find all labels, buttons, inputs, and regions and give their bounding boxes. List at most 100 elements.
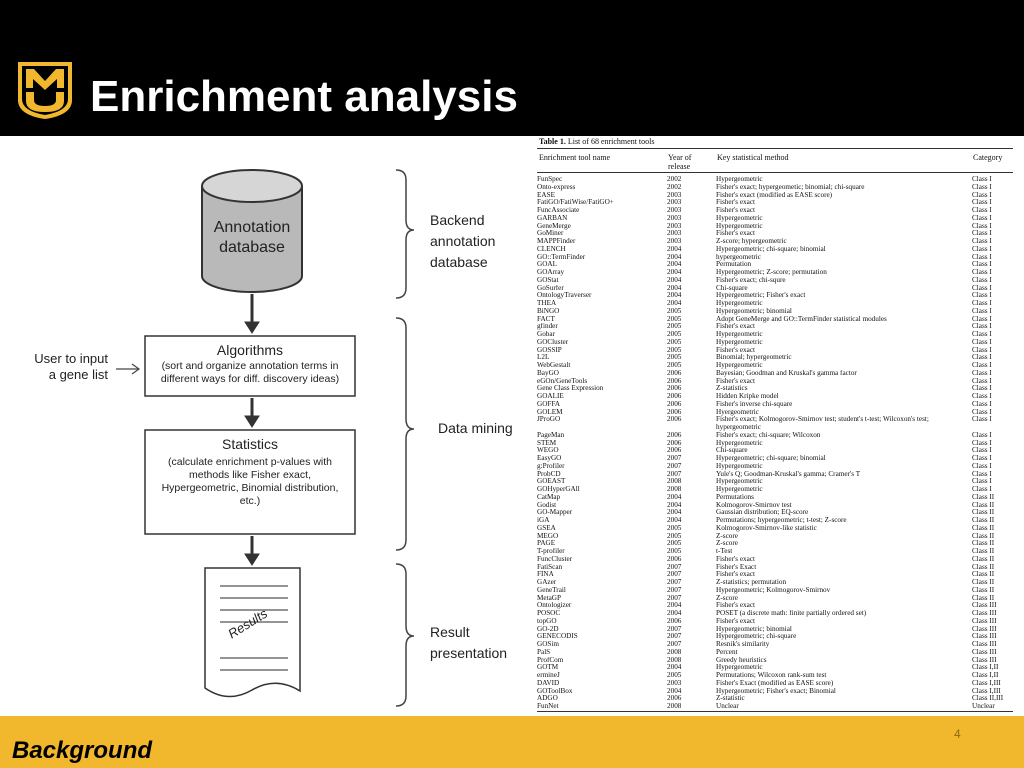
- category-cell: Class III: [972, 616, 997, 625]
- year-cell: 2005: [667, 322, 682, 331]
- method-cell: Fisher's exact: [716, 555, 756, 563]
- tool-name-cell: CatMap: [537, 493, 561, 501]
- tool-name-cell: GO::TermFinder: [537, 253, 586, 261]
- algorithms-description: (sort and organize annotation terms in d…: [160, 360, 340, 386]
- category-cell: Class I: [972, 198, 992, 207]
- year-cell: 2004: [667, 268, 682, 276]
- tool-name-cell: GOHyperGAll: [537, 486, 580, 493]
- tool-name-cell: eGOn/GeneTools: [537, 377, 588, 385]
- year-cell: 2008: [667, 647, 682, 656]
- year-cell: 2006: [667, 694, 682, 703]
- footer-section-label: Background: [12, 737, 153, 764]
- category-cell: Class I: [972, 229, 992, 238]
- year-cell: 2007: [667, 454, 682, 462]
- method-cell: Adopt GeneMerge and GO::TermFinder stati…: [716, 315, 887, 323]
- flow-arrows: [244, 294, 260, 566]
- year-cell: 2006: [667, 446, 682, 455]
- category-cell: Class I: [972, 252, 992, 261]
- database-label: Annotation database: [213, 219, 291, 256]
- year-cell: 2006: [667, 384, 682, 393]
- year-cell: 2004: [667, 275, 682, 284]
- year-cell: 2007: [667, 578, 682, 586]
- category-cell: Class I: [972, 477, 992, 486]
- method-cell: Fisher's exact; chi-square; Wilcoxon: [716, 431, 821, 439]
- tool-name-cell: GoMiner: [537, 230, 564, 238]
- tool-name-cell: POSOC: [537, 610, 561, 617]
- year-cell: 2003: [667, 190, 682, 199]
- slide-header: Enrichment analysis: [0, 0, 1024, 136]
- method-cell: Fisher's exact: [716, 571, 756, 579]
- tool-name-cell: GSEA: [537, 524, 556, 532]
- method-cell: Fisher's exact: [716, 617, 756, 625]
- year-cell: 2004: [667, 252, 682, 261]
- method-cell: Fisher's exact; Kolmogorov-Smirnov test;…: [716, 416, 929, 431]
- tool-name-cell: topGO: [537, 617, 557, 625]
- tool-name-cell: PageMan: [537, 431, 565, 439]
- method-cell: Greedy heuristics: [716, 656, 767, 664]
- tool-name-cell: gfinder: [537, 323, 558, 331]
- method-cell: Fisher's exact: [716, 323, 756, 331]
- tool-name-cell: FuncCluster: [537, 555, 573, 563]
- stage-label-backend: Backend annotation database: [430, 212, 496, 270]
- table-bottom-rule: [537, 711, 1013, 712]
- method-cell: Hypergeometric: [716, 664, 763, 672]
- university-shield-logo: [18, 62, 72, 119]
- category-cell: Class I: [972, 430, 992, 439]
- year-cell: 2005: [667, 314, 682, 323]
- tool-name-cell: GeneTrail: [537, 586, 566, 594]
- year-cell: 2007: [667, 469, 682, 478]
- category-cell: Class III: [972, 655, 997, 664]
- tool-name-cell: ermineJ: [537, 672, 560, 679]
- method-cell: Z-statistic: [716, 695, 745, 703]
- method-cell: Hypergeometric: [716, 362, 763, 369]
- tool-name-cell: BayGO: [537, 369, 559, 377]
- category-cell: Class I: [972, 361, 992, 369]
- method-cell: Z-statistics: [716, 385, 748, 393]
- method-cell: Z-statistics; permutation: [716, 579, 787, 586]
- category-cell: Class II: [972, 570, 995, 579]
- method-cell: Fisher's exact: [716, 602, 756, 610]
- tool-name-cell: MetaGP: [537, 594, 561, 602]
- table-row: JProGO 2006 Fisher's exact; Kolmogorov-Smi…: [537, 415, 1013, 432]
- year-cell: 2005: [667, 353, 682, 362]
- tool-name-cell: GARBAN: [537, 214, 568, 222]
- category-cell: Class II: [972, 554, 995, 563]
- method-cell: Fisher's exact: [716, 230, 756, 238]
- method-cell: Fisher's exact: [716, 207, 756, 214]
- category-cell: Class I,II: [972, 671, 999, 679]
- year-cell: 2004: [667, 686, 682, 695]
- tool-name-cell: JProGO: [537, 416, 561, 424]
- category-cell: Class II: [972, 585, 995, 594]
- category-cell: Class I: [972, 399, 992, 408]
- tool-name-cell: ProbCD: [537, 470, 561, 478]
- method-cell: Permutations: [716, 493, 754, 501]
- year-cell: 2006: [667, 415, 682, 424]
- year-cell: 2003: [667, 213, 682, 222]
- category-cell: Class I: [972, 485, 992, 493]
- tool-name-cell: FatiGO/FatiWise/FatiGO+: [537, 199, 614, 207]
- method-cell: Hypergeometric: [716, 214, 763, 222]
- user-input-label: User to input a gene list: [34, 351, 108, 383]
- tool-name-cell: GeneMerge: [537, 222, 571, 230]
- method-cell: Z-score: [716, 594, 738, 602]
- category-cell: Class I: [972, 376, 992, 385]
- tool-name-cell: g:Profiler: [537, 462, 565, 470]
